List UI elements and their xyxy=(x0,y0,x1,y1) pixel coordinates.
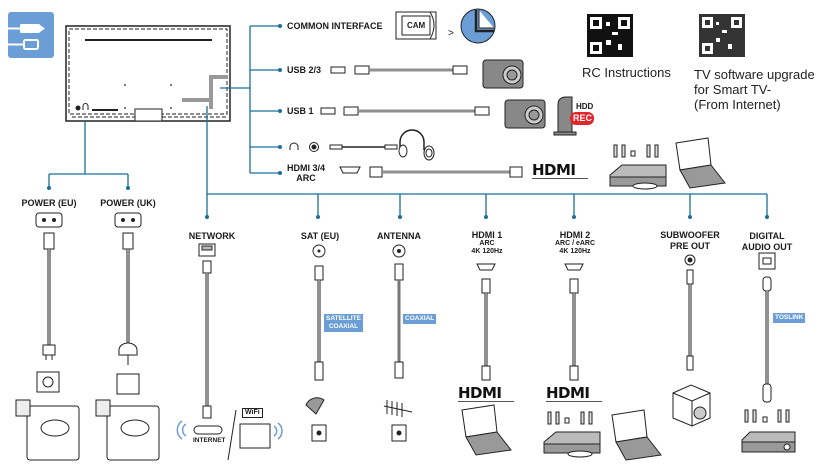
label-sat: SAT (EU) xyxy=(300,231,340,241)
cable-tag-coaxial: COAXIAL xyxy=(403,314,437,324)
headphone-jack-icon xyxy=(289,142,319,152)
label-sub: ARC xyxy=(479,240,495,247)
hdmi-2-cable xyxy=(564,263,584,381)
home-theater-icon xyxy=(609,144,667,190)
tag-line: COAXIAL xyxy=(328,323,359,330)
cam-slot-icon xyxy=(460,8,496,44)
label-subwoofer: SUBWOOFER PRE OUT xyxy=(660,230,720,252)
label-line: PRE OUT xyxy=(669,241,710,251)
tv-back-panel xyxy=(65,25,231,122)
tv-antenna-icon xyxy=(383,400,413,442)
satellite-dish-icon xyxy=(305,397,327,442)
label-line: HDMI 1 xyxy=(471,230,503,240)
sat-cable xyxy=(312,244,326,381)
label-sub: 4K 120Hz xyxy=(471,248,503,255)
tablet-icon xyxy=(239,423,271,449)
label-common-interface: COMMON INTERFACE xyxy=(287,21,383,31)
hdmi-1-cable xyxy=(476,263,496,381)
cable-tag-satellite-coaxial: SATELLITE COAXIAL xyxy=(324,314,363,332)
laptop-icon xyxy=(611,409,662,461)
label-usb-1: USB 1 xyxy=(287,106,314,116)
tag-line: SATELLITE xyxy=(326,315,361,322)
home-theater-icon xyxy=(543,411,601,458)
label-line: HDMI 3/4 xyxy=(287,163,326,173)
divider-slash xyxy=(227,409,237,461)
laptop-icon xyxy=(461,404,512,456)
wifi-logo: WiFi xyxy=(242,408,263,418)
label-hdmi-3-4: HDMI 3/4 ARC xyxy=(287,163,325,183)
subwoofer-icon xyxy=(672,384,711,427)
qr-caption-line: for Smart TV- xyxy=(694,82,772,97)
hdmi-cable xyxy=(339,166,523,178)
hdd-icon xyxy=(553,96,594,136)
svg-text:>: > xyxy=(448,28,454,39)
label-usb-2-3: USB 2/3 xyxy=(287,65,322,75)
label-digital-audio-out: DIGITAL AUDIO OUT xyxy=(742,231,793,253)
label-power-uk: POWER (UK) xyxy=(100,198,156,208)
label-antenna: ANTENNA xyxy=(377,231,421,241)
av-receiver-icon xyxy=(741,409,796,453)
label-line: AUDIO OUT xyxy=(741,242,793,252)
qr-code-software-upgrade xyxy=(699,14,745,57)
rec-badge: REC xyxy=(573,113,593,123)
qr-caption-line: (From Internet) xyxy=(694,97,781,112)
label-hdmi-2: HDMI 2 ARC / eARC 4K 120Hz xyxy=(555,231,595,256)
cord-storage-icon xyxy=(15,399,80,461)
qr-caption-line: TV software upgrade xyxy=(694,67,815,82)
camera-icon xyxy=(482,59,524,89)
cable-tag-toslink: TOSLINK xyxy=(773,313,806,323)
usb-cable-2 xyxy=(320,106,490,116)
laptop-icon xyxy=(675,137,726,189)
usb-cable-1 xyxy=(330,65,468,75)
qr-code-rc xyxy=(587,14,633,57)
label-sub: 4K 120Hz xyxy=(559,248,591,255)
audio-cable xyxy=(329,144,398,150)
qr-caption-rc: RC Instructions xyxy=(582,65,671,80)
hdmi-logo: HDMI xyxy=(458,386,514,402)
camera-icon xyxy=(504,99,546,129)
label-hdmi-1: HDMI 1 ARC 4K 120Hz xyxy=(471,231,502,256)
antenna-cable xyxy=(392,244,406,379)
hdmi-logo-text: HDMI xyxy=(532,161,576,179)
qr-caption-software: TV software upgrade for Smart TV- (From … xyxy=(694,67,815,112)
power-cord-uk xyxy=(114,212,142,395)
hdmi-logo: HDMI xyxy=(546,386,602,402)
label-network: NETWORK xyxy=(188,231,236,241)
internet-label: INTERNET xyxy=(193,437,226,444)
label-line: SUBWOOFER xyxy=(660,230,720,240)
network-cable xyxy=(193,243,223,435)
cam-card-icon xyxy=(395,11,437,40)
connector-dots xyxy=(47,24,769,219)
label-line: ARC xyxy=(296,173,316,183)
cam-label: CAM xyxy=(407,21,426,30)
hdmi-logo-text: HDMI xyxy=(546,384,590,402)
hdmi-logo-text: HDMI xyxy=(458,384,502,402)
subwoofer-cable xyxy=(684,254,696,371)
cord-storage-icon xyxy=(95,399,160,461)
connector-lines xyxy=(48,25,768,217)
label-line: DIGITAL xyxy=(749,231,785,241)
wifi-waves-icon xyxy=(176,420,283,440)
label-sub: ARC / eARC xyxy=(554,240,596,247)
optical-cable xyxy=(758,252,776,403)
hdmi-logo: HDMI xyxy=(532,163,588,179)
cable-connections-icon xyxy=(8,12,54,58)
hdd-label: HDD xyxy=(576,102,594,111)
power-cord-eu xyxy=(35,212,63,393)
headphones-icon xyxy=(398,129,435,161)
label-power-eu: POWER (EU) xyxy=(21,198,77,208)
label-line: HDMI 2 xyxy=(559,230,591,240)
